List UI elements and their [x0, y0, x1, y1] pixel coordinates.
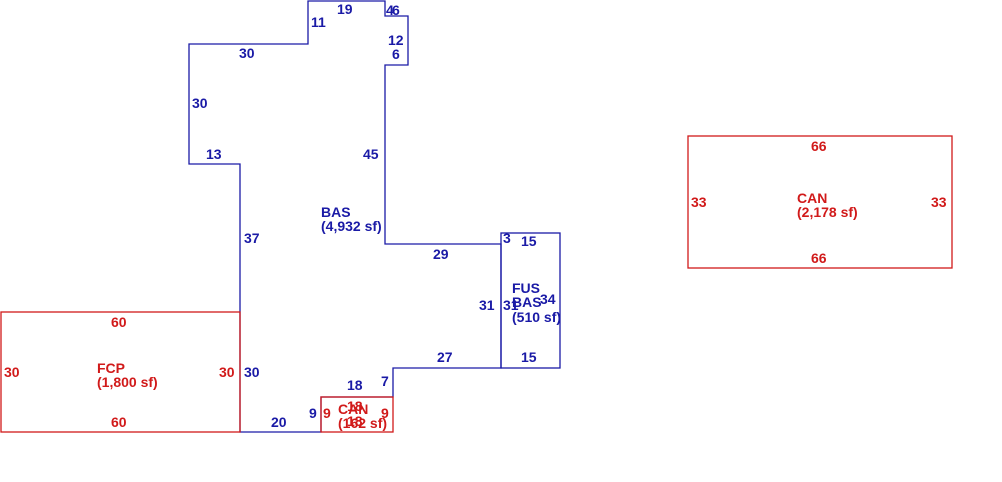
bas-dim: 20: [271, 414, 287, 430]
bas-dim: 30: [244, 364, 260, 380]
can-main-dim: 33: [691, 194, 707, 210]
fcp-dim: 30: [219, 364, 235, 380]
can-main-dim: 33: [931, 194, 947, 210]
bas-dim: 6: [392, 2, 400, 18]
fcp-outline: [0, 311, 241, 433]
fcp-label: FCP: [97, 360, 125, 376]
can-small-dim: 18: [347, 413, 363, 429]
fus-dim: 15: [521, 233, 537, 249]
bas-dim: 27: [437, 349, 453, 365]
bas-dim: 12: [388, 32, 404, 48]
bas-dim: 18: [347, 377, 363, 393]
fus-area: (510 sf): [512, 309, 561, 325]
fus-dim: 3: [503, 230, 511, 246]
fus-label-2: BAS: [512, 294, 542, 310]
bas-dim: 6: [392, 46, 400, 62]
bas-dim: 4: [386, 2, 394, 18]
fus-outline: [500, 232, 561, 369]
can-main-dim: 66: [811, 250, 827, 266]
bas-dim: 30: [192, 95, 208, 111]
fcp-dim: 30: [4, 364, 20, 380]
can-small-area: (162 sf): [338, 415, 387, 431]
can-small-dim: 18: [347, 398, 363, 414]
fus-label: FUS: [512, 280, 540, 296]
bas-dim: 13: [206, 146, 222, 162]
fus-dim: 31: [503, 297, 519, 313]
bas-dim: 19: [337, 1, 353, 17]
bas-dim: 37: [244, 230, 260, 246]
fcp-dim: 60: [111, 314, 127, 330]
bas-dim: 29: [433, 246, 449, 262]
fcp-area: (1,800 sf): [97, 374, 158, 390]
can-small-dim: 9: [381, 405, 389, 421]
fcp-dim: 60: [111, 414, 127, 430]
bas-dim: 9: [309, 405, 317, 421]
can-main-dim: 66: [811, 138, 827, 154]
bas-outline: [188, 0, 502, 433]
bas-area: (4,932 sf): [321, 218, 382, 234]
fus-dim: 31: [479, 297, 495, 313]
can-small-outline: [320, 396, 394, 433]
bas-dim: 45: [363, 146, 379, 162]
can-small-dim: 9: [323, 405, 331, 421]
can-small-label: CAN: [338, 401, 368, 417]
can-main-outline: [687, 135, 953, 269]
bas-dim: 30: [239, 45, 255, 61]
can-main-label: CAN: [797, 190, 827, 206]
fus-dim: 15: [521, 349, 537, 365]
bas-label: BAS: [321, 204, 351, 220]
bas-dim: 11: [311, 14, 326, 30]
can-main-area: (2,178 sf): [797, 204, 858, 220]
fus-dim: 34: [540, 291, 556, 307]
bas-dim: 7: [381, 373, 389, 389]
